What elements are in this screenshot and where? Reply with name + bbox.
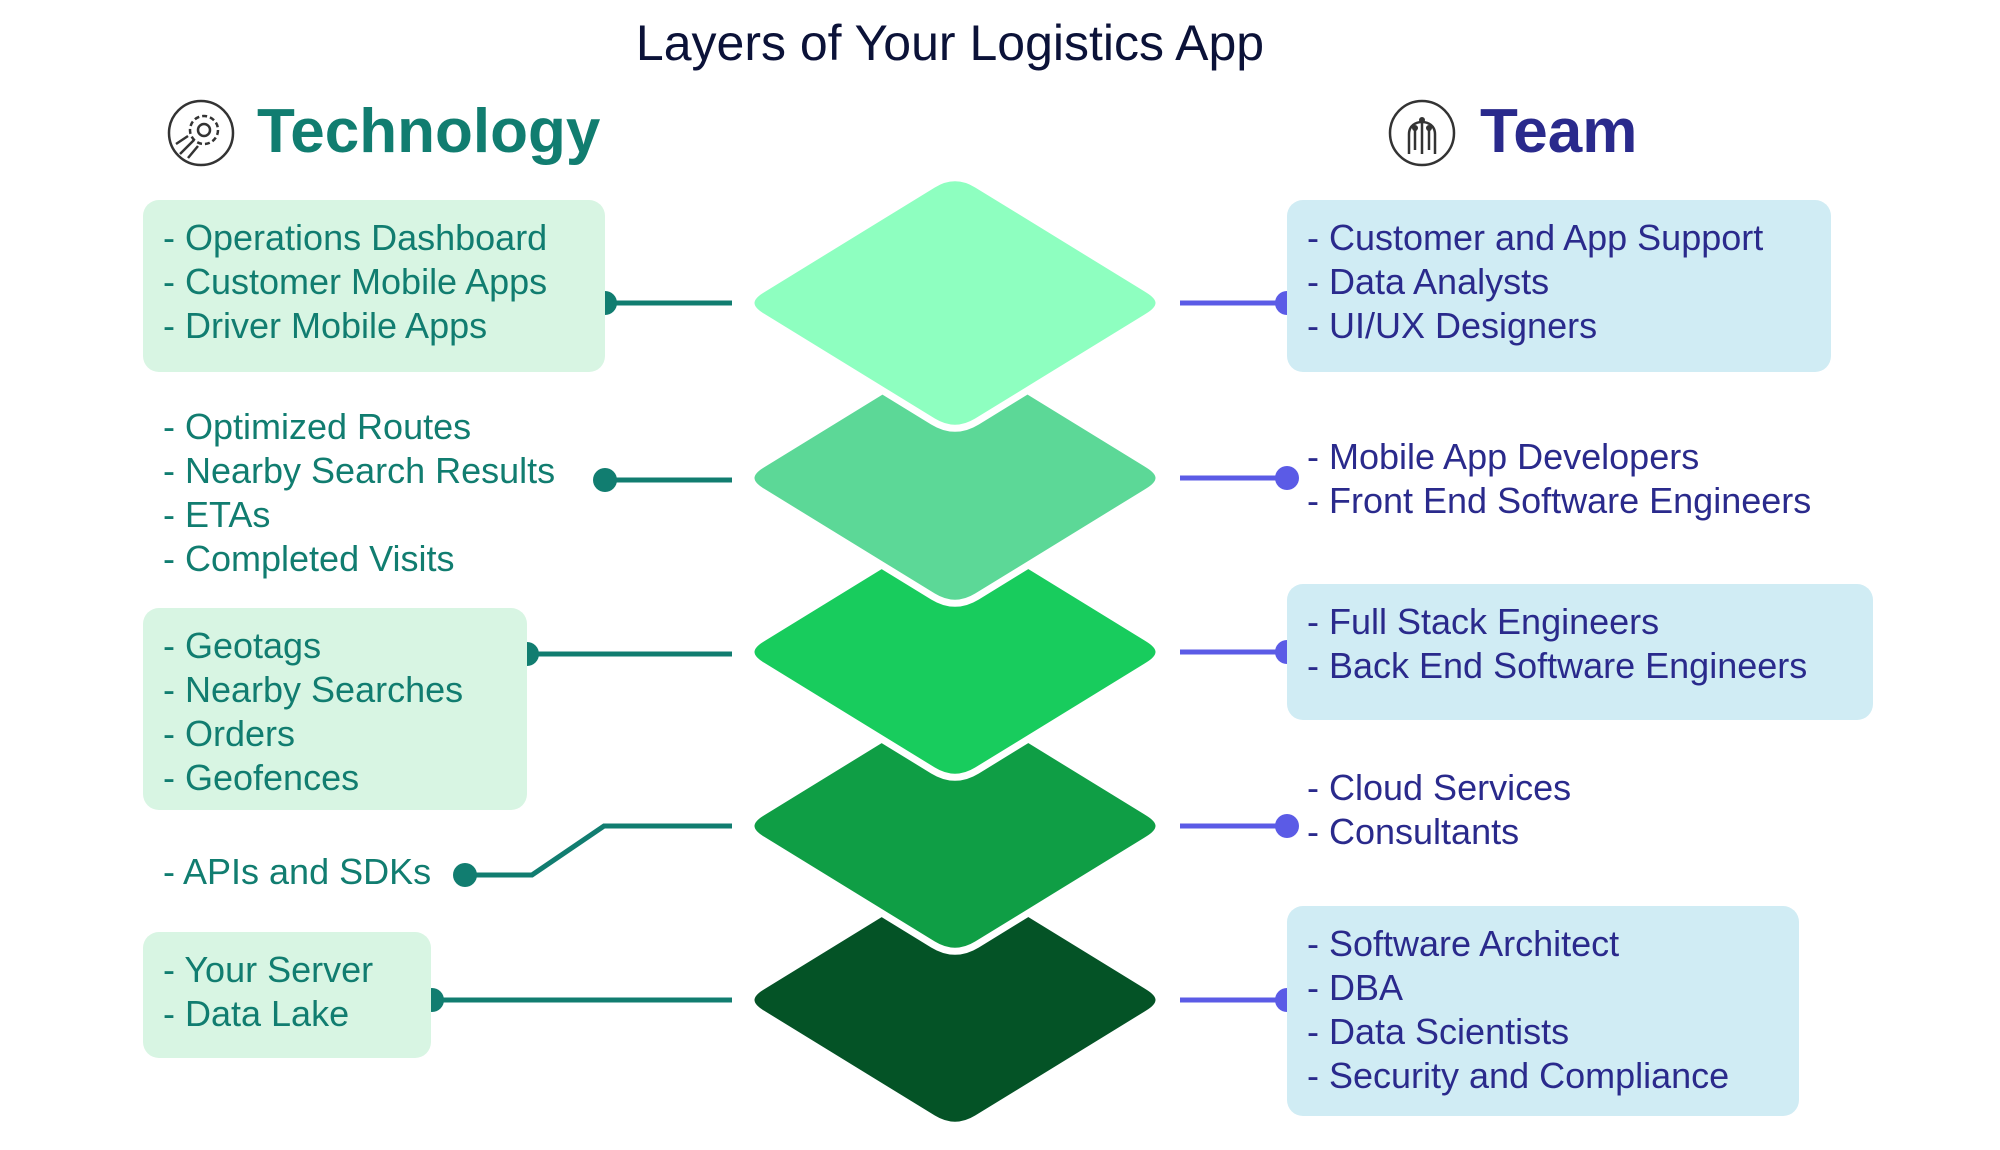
- technology-item: - Geotags: [163, 625, 322, 666]
- team-item: - Security and Compliance: [1307, 1055, 1730, 1096]
- technology-item: - Driver Mobile Apps: [163, 305, 488, 346]
- technology-item: - Completed Visits: [163, 538, 455, 579]
- team-item: - Customer and App Support: [1307, 217, 1764, 258]
- team-item: - UI/UX Designers: [1307, 305, 1598, 346]
- team-connector-dot-4: [1275, 814, 1299, 838]
- tech-box-layer-4: - APIs and SDKs: [143, 850, 463, 910]
- team-item: - Back End Software Engineers: [1307, 645, 1808, 686]
- tech-connector-dot-4: [453, 863, 477, 887]
- team-item: - Software Architect: [1307, 923, 1620, 964]
- team-box-layer-3: - Full Stack Engineers- Back End Softwar…: [1287, 584, 1873, 720]
- team-item: - Data Scientists: [1307, 1011, 1570, 1052]
- layer-1-diamond: [747, 174, 1163, 432]
- tech-box-layer-3: - Geotags- Nearby Searches- Orders- Geof…: [143, 608, 527, 810]
- team-item: - Data Analysts: [1307, 261, 1550, 302]
- tech-connector-line-4: [465, 823, 732, 878]
- gear-circuit-icon: [167, 99, 235, 167]
- team-item: - Cloud Services: [1307, 767, 1572, 808]
- technology-item: - Geofences: [163, 757, 360, 798]
- brain-circuit-icon: [1388, 99, 1456, 167]
- technology-item: - Customer Mobile Apps: [163, 261, 548, 302]
- technology-item: - ETAs: [163, 494, 271, 535]
- technology-item: - Nearby Search Results: [163, 450, 556, 491]
- team-heading: Team: [1480, 97, 1638, 166]
- tech-box-layer-5: - Your Server- Data Lake: [143, 932, 431, 1058]
- technology-heading: Technology: [257, 97, 601, 166]
- technology-item: - Orders: [163, 713, 296, 754]
- technology-item: - Nearby Searches: [163, 669, 464, 710]
- technology-item: - Data Lake: [163, 993, 350, 1034]
- tech-box-layer-2: - Optimized Routes- Nearby Search Result…: [143, 405, 603, 595]
- team-item: - DBA: [1307, 967, 1404, 1008]
- diagram-title: Layers of Your Logistics App: [635, 15, 1265, 71]
- team-connector-dot-2: [1275, 466, 1299, 490]
- team-item: - Consultants: [1307, 811, 1520, 852]
- team-box-layer-5: - Software Architect- DBA- Data Scientis…: [1287, 906, 1799, 1116]
- tech-box-layer-1: - Operations Dashboard- Customer Mobile …: [143, 200, 605, 372]
- team-item: - Full Stack Engineers: [1307, 601, 1660, 642]
- technology-item: - Optimized Routes: [163, 406, 472, 447]
- technology-item: - APIs and SDKs: [163, 851, 432, 892]
- technology-item: - Operations Dashboard: [163, 217, 548, 258]
- team-box-layer-2: - Mobile App Developers- Front End Softw…: [1287, 435, 1847, 535]
- team-box-layer-4: - Cloud Services- Consultants: [1287, 766, 1687, 866]
- team-box-layer-1: - Customer and App Support- Data Analyst…: [1287, 200, 1831, 372]
- technology-item: - Your Server: [163, 949, 374, 990]
- team-item: - Mobile App Developers: [1307, 436, 1700, 477]
- team-item: - Front End Software Engineers: [1307, 480, 1812, 521]
- tech-connector-dot-2: [593, 468, 617, 492]
